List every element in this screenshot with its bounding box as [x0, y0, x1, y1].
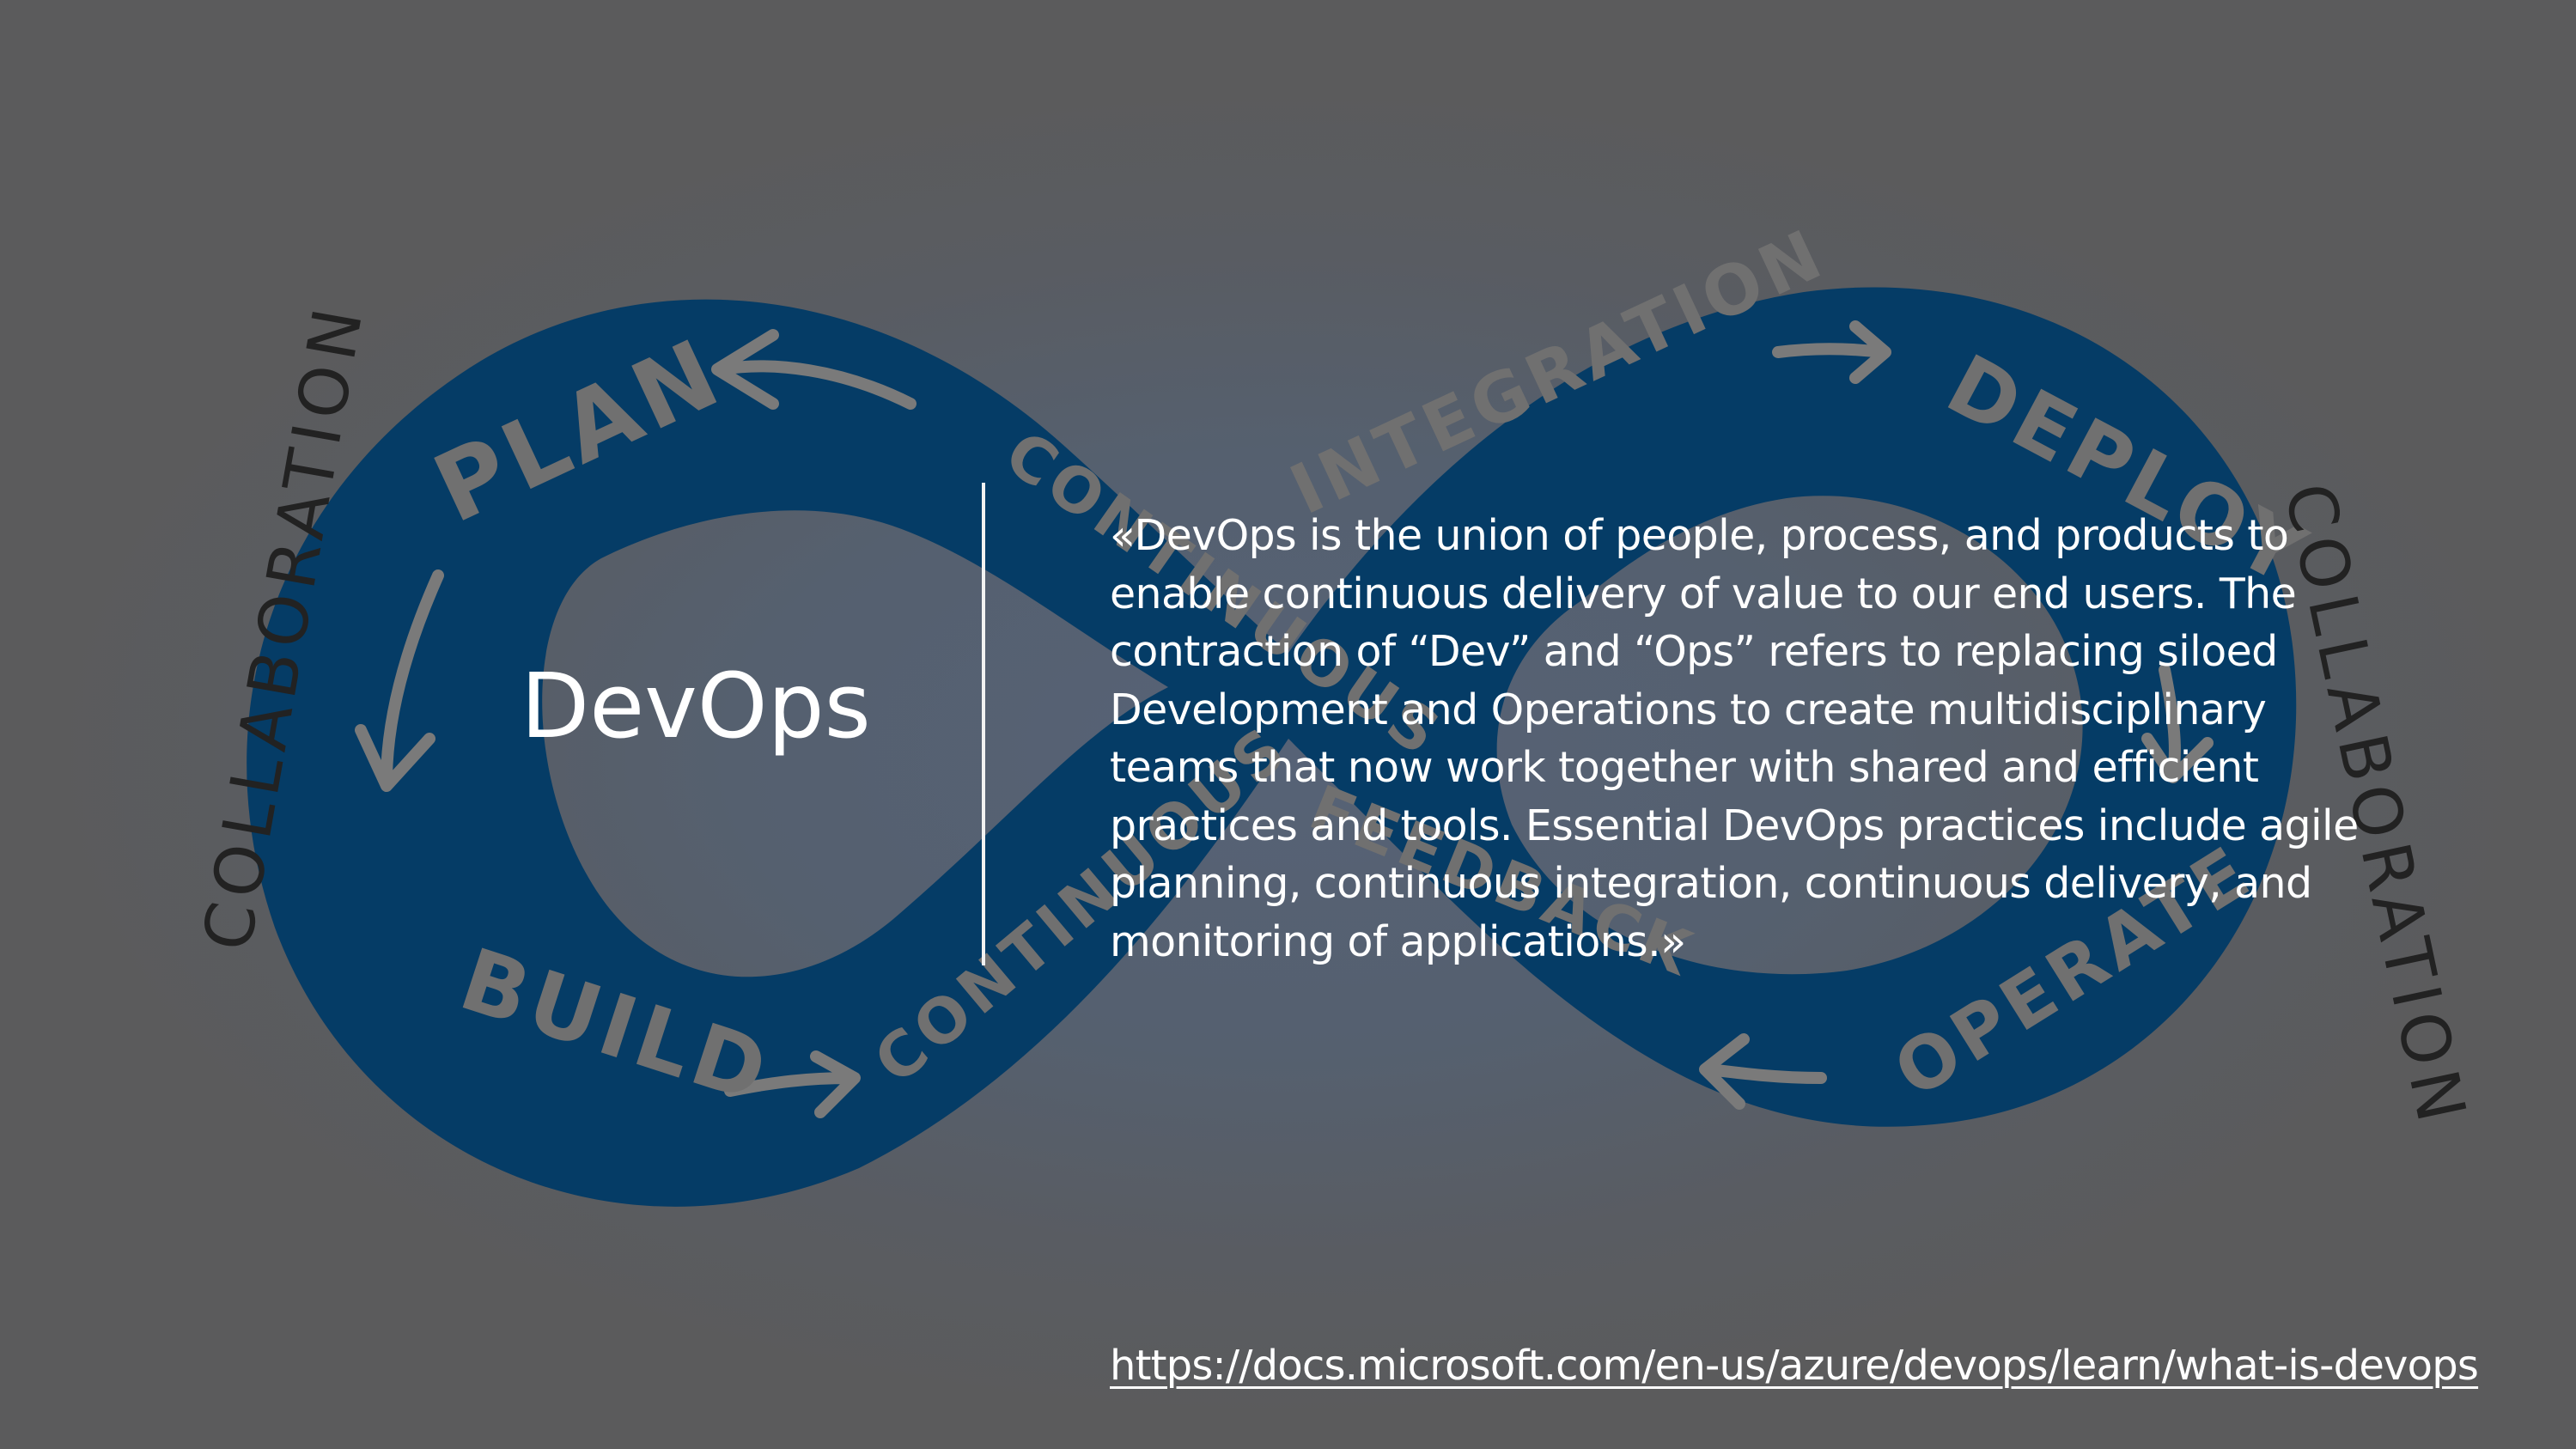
- arrow-deploy-down-icon: [2141, 664, 2214, 783]
- devops-definition-quote: «DevOps is the union of people, process,…: [1110, 511, 2359, 966]
- infinity-loop-band: [247, 287, 2297, 1207]
- arrow-build-icon: [724, 1050, 861, 1118]
- arrow-operate-icon: [1699, 1033, 1827, 1110]
- arrow-plan-icon: [711, 329, 917, 410]
- slide-title: DevOps: [521, 654, 871, 758]
- arrow-integration-icon: [1772, 320, 1891, 384]
- arrow-down-left-icon: [355, 569, 444, 792]
- source-link[interactable]: https://docs.microsoft.com/en-us/azure/d…: [1110, 1342, 2479, 1390]
- vertical-divider: [982, 483, 985, 965]
